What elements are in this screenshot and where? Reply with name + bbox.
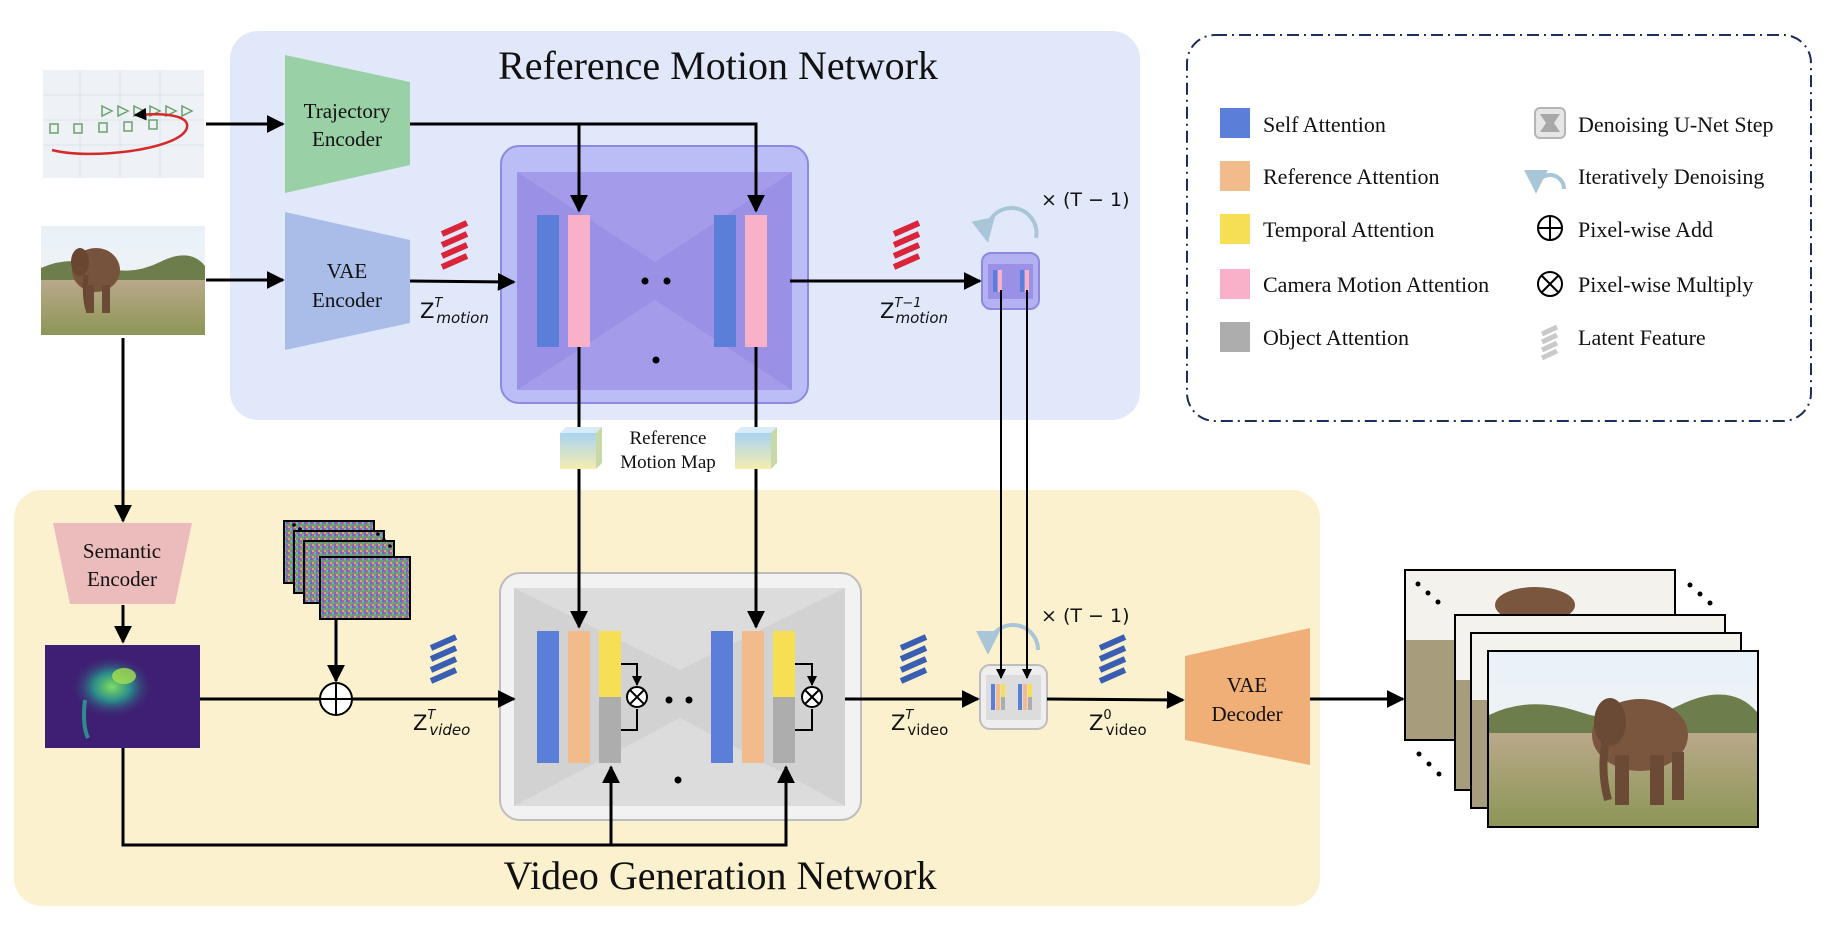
semantic-encoder: Semantic Encoder bbox=[53, 523, 192, 604]
legend-swatch-camera-motion-attention bbox=[1220, 269, 1250, 299]
step-connections bbox=[996, 290, 1032, 679]
iteration-count-top: × (T − 1) bbox=[1041, 189, 1129, 211]
legend-label-self-attention: Self Attention bbox=[1263, 112, 1386, 137]
reference-network-title: Reference Motion Network bbox=[498, 43, 938, 88]
legend-swatch-object-attention bbox=[1220, 322, 1250, 352]
vid-self-attention-left bbox=[537, 631, 559, 763]
reference-motion-map-right bbox=[735, 427, 777, 469]
multiply-icon-left bbox=[626, 686, 648, 708]
latent-video-T-in-icon bbox=[429, 634, 458, 684]
reference-motion-map-line1: Reference bbox=[630, 428, 707, 449]
output-frame-front bbox=[1487, 650, 1759, 828]
reference-motion-unet bbox=[500, 145, 809, 404]
vae-encoder-line1: VAE bbox=[327, 259, 367, 283]
circle-times-icon bbox=[1537, 271, 1563, 297]
reference-unet-step bbox=[981, 252, 1040, 310]
vae-encoder: VAE Encoder bbox=[285, 212, 410, 350]
legend-label-iteratively-denoising: Iteratively Denoising bbox=[1578, 164, 1764, 189]
latent-motion-T-icon bbox=[440, 220, 469, 270]
ref-self-attention-left bbox=[537, 215, 559, 347]
connections bbox=[114, 115, 1405, 847]
reference-motion-map-line2: Motion Map bbox=[620, 452, 716, 473]
legend-swatch-self-attention bbox=[1220, 108, 1250, 138]
vae-decoder-line2: Decoder bbox=[1211, 702, 1282, 726]
semantic-encoder-line2: Encoder bbox=[87, 567, 157, 591]
vid-object-attention-right bbox=[773, 697, 795, 763]
legend: Self Attention Reference Attention Tempo… bbox=[1220, 107, 1774, 361]
vid-reference-attention-right bbox=[742, 631, 764, 763]
vae-decoder-line1: VAE bbox=[1227, 673, 1267, 697]
vid-temporal-attention-right bbox=[773, 631, 795, 697]
video-network-title: Video Generation Network bbox=[503, 853, 936, 898]
output-video-frames bbox=[1404, 569, 1759, 828]
arc-arrow-icon bbox=[1524, 169, 1566, 194]
legend-label-temporal-attention: Temporal Attention bbox=[1263, 217, 1434, 242]
vid-object-attention-left bbox=[599, 697, 621, 763]
trajectory-encoder-line2: Encoder bbox=[312, 127, 382, 151]
latent-video-0-icon bbox=[1098, 634, 1127, 684]
vid-temporal-attention-left bbox=[599, 631, 621, 697]
iterative-arc-top bbox=[971, 206, 1039, 243]
legend-swatch-reference-attention bbox=[1220, 161, 1250, 191]
pixel-wise-add-node bbox=[319, 682, 353, 716]
latent-motion-T1-icon bbox=[892, 220, 921, 270]
video-unet-step bbox=[979, 664, 1048, 730]
semantic-encoder-line1: Semantic bbox=[83, 539, 161, 563]
vid-reference-attention-left bbox=[568, 631, 590, 763]
iterative-arc-bottom bbox=[976, 623, 1040, 655]
circle-plus-icon bbox=[1537, 215, 1563, 241]
reference-motion-map-left bbox=[560, 427, 602, 469]
latent-feature-icon bbox=[1540, 324, 1559, 361]
unet-step-icon bbox=[1534, 107, 1566, 139]
trajectory-encoder-line1: Trajectory bbox=[304, 99, 391, 123]
semantic-feature-map bbox=[45, 645, 200, 748]
ref-camera-attention-right bbox=[745, 215, 767, 347]
elephant-input-image bbox=[41, 226, 205, 335]
trajectory-input-image bbox=[43, 70, 204, 178]
legend-label-latent-feature: Latent Feature bbox=[1578, 325, 1706, 350]
legend-swatch-temporal-attention bbox=[1220, 214, 1250, 244]
legend-label-pixel-wise-multiply: Pixel-wise Multiply bbox=[1578, 272, 1753, 297]
vae-decoder: VAE Decoder bbox=[1185, 628, 1310, 765]
ref-self-attention-right bbox=[714, 215, 736, 347]
legend-label-camera-motion-attention: Camera Motion Attention bbox=[1263, 272, 1489, 297]
vid-self-attention-right bbox=[711, 631, 733, 763]
latent-video-T-out-icon bbox=[899, 634, 928, 684]
legend-box bbox=[1186, 34, 1812, 422]
iteration-count-bottom: × (T − 1) bbox=[1041, 605, 1129, 627]
ref-camera-attention-left bbox=[568, 215, 590, 347]
vae-encoder-line2: Encoder bbox=[312, 288, 382, 312]
legend-label-object-attention: Object Attention bbox=[1263, 325, 1409, 350]
noise-stack bbox=[283, 520, 411, 620]
multiply-icon-right bbox=[801, 686, 823, 708]
legend-label-pixel-wise-add: Pixel-wise Add bbox=[1578, 217, 1713, 242]
legend-label-unet-step: Denoising U-Net Step bbox=[1578, 112, 1774, 137]
trajectory-encoder: Trajectory Encoder bbox=[285, 55, 410, 193]
legend-label-reference-attention: Reference Attention bbox=[1263, 164, 1440, 189]
video-generation-unet bbox=[499, 572, 862, 821]
